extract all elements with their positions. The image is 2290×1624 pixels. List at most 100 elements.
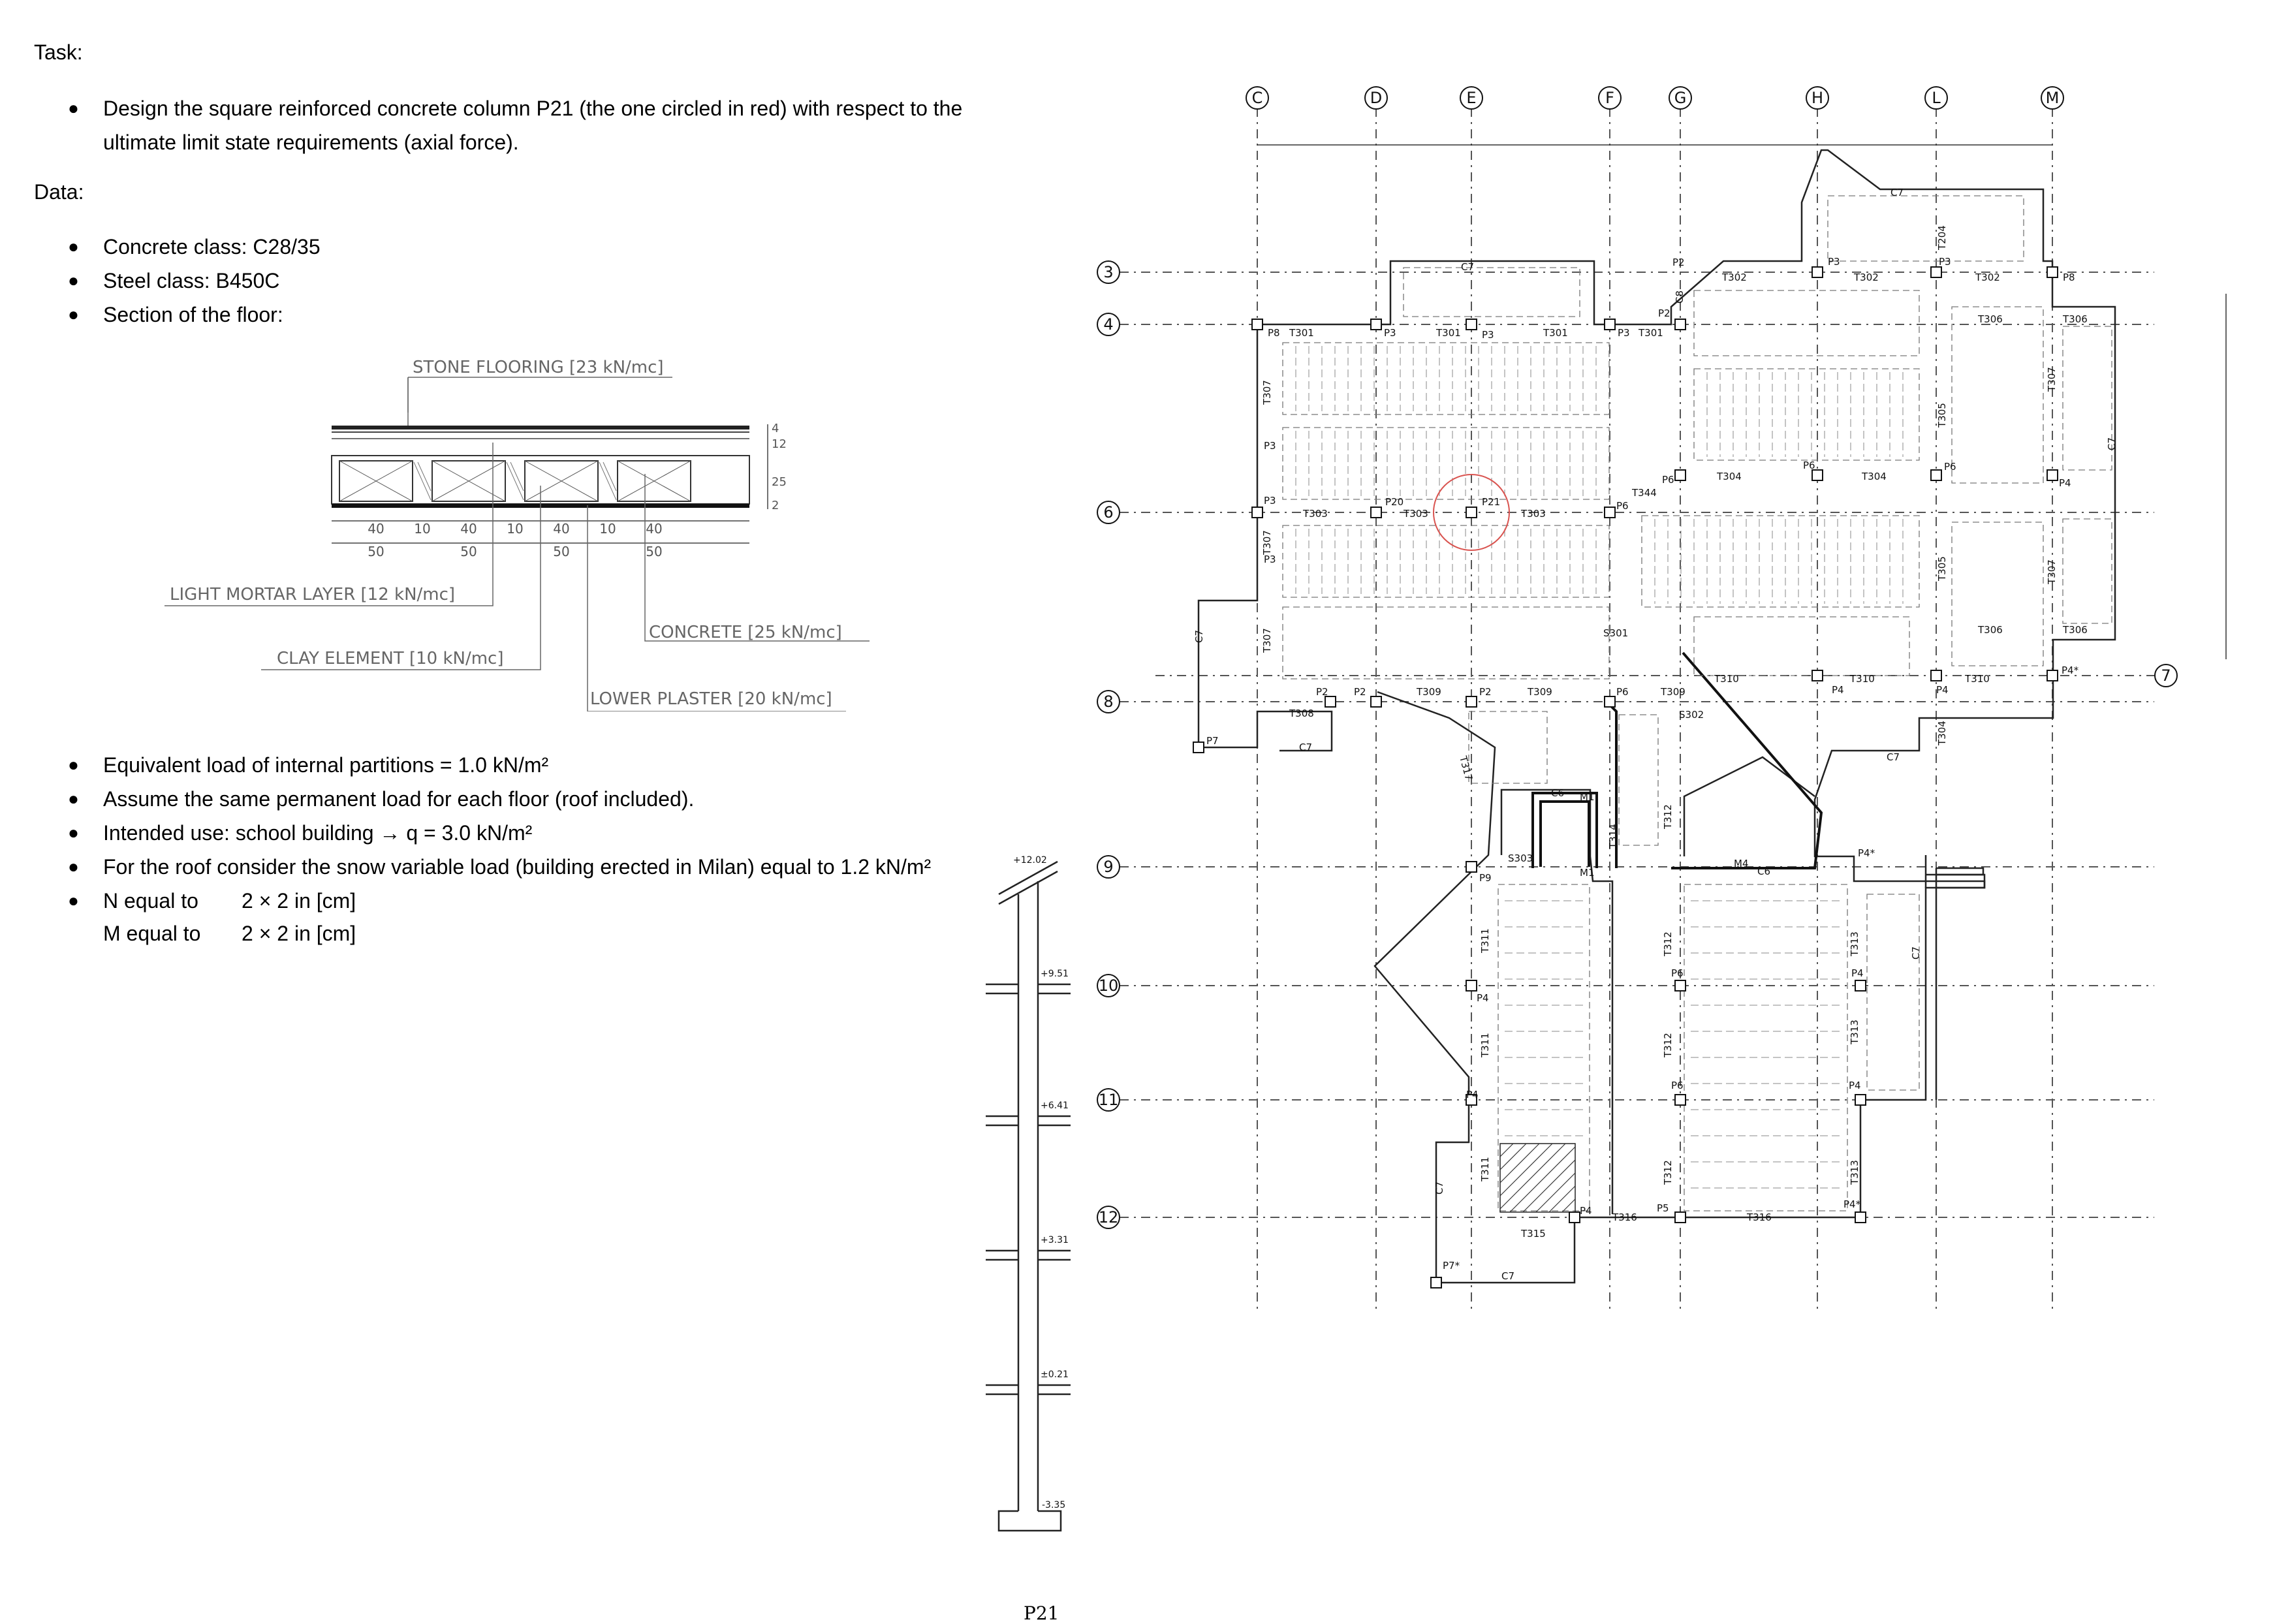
plan-label: T301 [1435,327,1461,339]
level-label: +3.31 [1041,1235,1069,1245]
dim-inner: 40 [646,521,662,537]
plan-label: T312 [1662,804,1674,830]
plan-label: T302 [1975,272,2000,283]
bullet-icon: ● [68,98,79,118]
data-item-text: Concrete class: C28/35 [103,235,321,258]
elevation-caption: P21 [1024,1602,1059,1624]
axis-label: 3 [1103,263,1113,281]
bullet-icon: ● [68,789,79,809]
axis-label: 9 [1103,858,1113,876]
plan-label: T316 [1612,1211,1637,1223]
bullet-icon: ● [68,822,79,843]
axis-label: 4 [1103,315,1113,334]
load-text: Assume the same permanent load for each … [103,787,695,811]
plan-label: P2 [1354,686,1366,698]
plan-label: T302 [1721,272,1747,283]
plan-label: P2 [1316,686,1328,698]
axis-label: 8 [1103,693,1113,711]
plan-label: P4 [1851,967,1864,979]
plan-label: T301 [1289,327,1314,339]
joist-ticks [1295,346,1904,1189]
plan-label: P5 [1657,1202,1669,1214]
plan-label: P8 [2063,272,2075,283]
plan-label: P2 [1479,686,1492,698]
n-value: 2 × 2 in [cm] [242,889,356,913]
column-p21 [1466,507,1477,518]
plan-label: P9 [1479,872,1492,884]
floor-section-drawing: 40 10 40 10 40 10 40 50 50 50 50 4 12 25… [165,377,870,711]
plan-label: S301 [1603,627,1628,639]
plan-label: P3 [1482,329,1494,341]
plan-label: M1 [1580,791,1595,803]
plan-label: P3 [1384,327,1396,339]
plan-label: T308 [1289,708,1314,719]
plan-label: P6 [1616,686,1629,698]
axis-label: E [1466,89,1476,107]
axis-label: 12 [1099,1208,1119,1226]
plan-label: P4* [2062,664,2079,676]
plan-label: P4 [1832,684,1844,696]
n-value-row: ●N equal to 2 × 2 in [cm] [68,884,356,918]
mortar-layer-label: LIGHT MORTAR LAYER [12 kN/mc] [170,585,456,604]
plan-label: P8 [1268,327,1280,339]
plan-label: C7 [1193,630,1205,643]
plan-label: T344 [1631,487,1657,499]
level-label: ±0.21 [1041,1369,1069,1380]
columns [1193,266,2058,1288]
lower-plaster-label: LOWER PLASTER [20 kN/mc] [590,689,832,709]
level-label: +6.41 [1041,1101,1069,1111]
plan-label: T312 [1662,931,1674,957]
plan-label: P3 [1939,256,1951,268]
plan-label: S302 [1679,709,1704,721]
load-text: Equivalent load of internal partitions =… [103,753,549,777]
axis-label: C [1252,89,1263,107]
plan-label: P6 [1616,500,1629,512]
dim-outer: 50 [368,544,384,559]
plan-label: T301 [1638,327,1663,339]
plan-label: P6 [1671,1080,1684,1091]
plan-label: T310 [1714,673,1739,685]
plan-label: T303 [1520,508,1546,520]
plan-label: C6 [1551,787,1564,799]
plan-label: M4 [1734,858,1749,869]
plan-label: C6 [1757,866,1770,877]
concrete-label: CONCRETE [25 kN/mc] [649,623,842,642]
plan-label: P4 [1477,992,1489,1004]
joist-fields [1282,195,2112,1211]
plan-label: P3 [1264,440,1276,452]
plan-label: P4* [1858,847,1875,859]
axis-label: F [1605,89,1614,107]
plan-label: T311 [1479,1033,1491,1058]
plan-label: P2 [1672,257,1685,268]
plan-label: T312 [1662,1160,1674,1185]
plan-label: P6 [1671,967,1684,979]
plan-label: T309 [1527,686,1552,698]
plan-label: P4 [1466,1089,1479,1101]
plan-label: C7 [1461,261,1474,273]
plan-label: T314 [1607,824,1619,849]
load-snow: ●For the roof consider the snow variable… [68,850,931,884]
m-value-row: M equal to 2 × 2 in [cm] [103,916,356,950]
axis-label: G [1674,89,1687,107]
stone-layer [332,426,749,429]
task-text: Design the square reinforced concrete co… [103,97,963,154]
plan-label: P7* [1443,1260,1460,1272]
plan-label: T312 [1662,1033,1674,1058]
load-text: Intended use: school building → q = 3.0 … [103,821,533,845]
plan-label: T311 [1479,1157,1491,1182]
axis-label: L [1932,89,1941,107]
plan-label: T309 [1416,686,1441,698]
dim-outer: 50 [553,544,569,559]
plan-label: M1 [1580,867,1595,879]
plan-label: P4 [1936,684,1949,696]
plan-label: P2 [1658,307,1670,319]
plan-label: T313 [1849,1020,1860,1045]
plan-label: T313 [1849,931,1860,957]
level-label: -3.35 [1042,1500,1065,1510]
plan-label: P4 [1849,1080,1861,1091]
level-label: +9.51 [1041,969,1069,979]
stair-core [1531,651,1823,869]
floor-plan: C D E F G H L M 3 4 6 7 8 9 10 11 12 P8 … [1097,86,2227,1312]
plan-labels: P8 T301 P3 T301 P3 T301 P3 T301 P2 P2 T3… [1206,187,2088,1282]
plan-label: C7 [1890,187,1904,198]
